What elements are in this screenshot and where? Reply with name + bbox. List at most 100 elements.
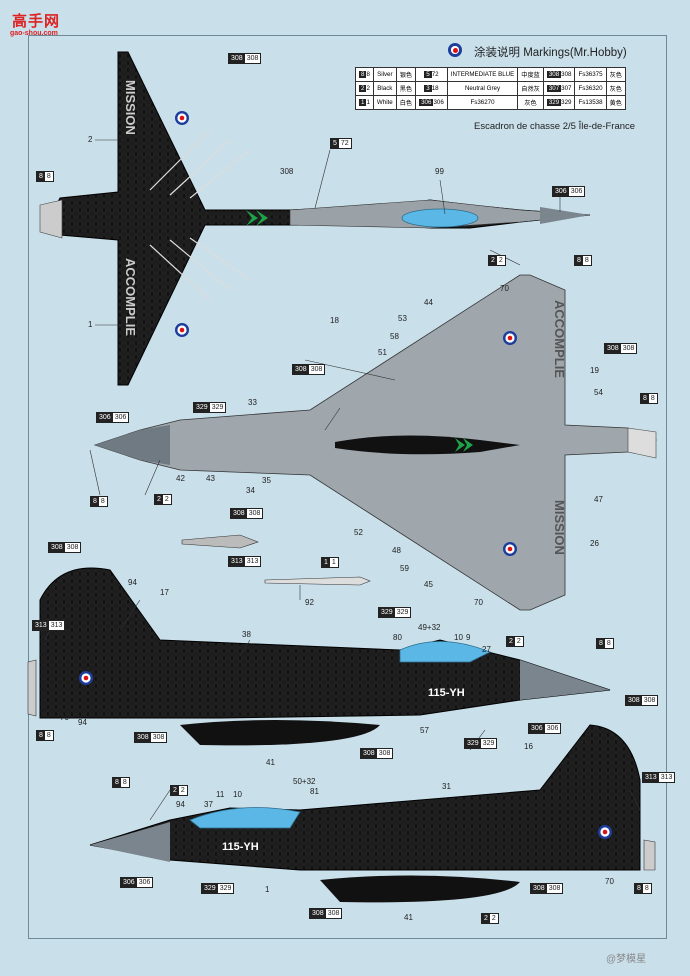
callout-label: 41 xyxy=(404,913,413,922)
wing-text-mission: MISSION xyxy=(123,80,138,135)
side-view-left: 115-YH xyxy=(27,567,611,746)
callout-label: 17 xyxy=(160,588,169,597)
callout-label: 308 xyxy=(280,167,294,176)
bottom-view-centerline-panel xyxy=(335,435,520,455)
callout-label: 94 xyxy=(128,578,137,587)
site-logo[interactable]: 高手网 gao-shou.com xyxy=(4,4,74,37)
side2-radome xyxy=(90,822,170,862)
callout-label: 34 xyxy=(246,486,255,495)
callout-label: 51 xyxy=(378,348,387,357)
callout-label: 33 xyxy=(248,398,257,407)
legend-cn: 白色 xyxy=(395,95,417,110)
aircraft-code: 115-YH xyxy=(222,841,259,853)
callout-label: 1 xyxy=(265,885,270,894)
callout-label: 9 xyxy=(466,633,471,642)
callout-label: 26 xyxy=(590,539,599,548)
callout-label: 16 xyxy=(524,742,533,751)
wing-text-accomplie: ACCOMPLIE xyxy=(123,258,138,336)
wing-text-mission: MISSION xyxy=(552,500,567,555)
chevron-icon xyxy=(246,210,268,226)
bottom-view: ACCOMPLIE MISSION xyxy=(93,274,658,611)
page-title: 涂装说明 Markings(Mr.Hobby) xyxy=(474,47,627,59)
bottom-view-radome xyxy=(95,425,170,465)
callout-label: 58 xyxy=(390,332,399,341)
callout-label: 59 xyxy=(400,564,409,573)
callout-label: 45 xyxy=(424,580,433,589)
squadron-name: Escadron de chasse 2/5 Île-de-France xyxy=(474,121,636,132)
side-view-right: 115-YH xyxy=(89,724,656,903)
callout-label: 10 xyxy=(454,633,463,642)
callout-label: 1 xyxy=(88,320,93,329)
callout-label: 42 xyxy=(176,474,185,483)
callout-label: 35 xyxy=(262,476,271,485)
callout-label: 38 xyxy=(242,630,251,639)
callout-label: 54 xyxy=(594,388,603,397)
callout-label: 80 xyxy=(393,633,402,642)
callout-label: 57 xyxy=(420,726,429,735)
callout-label: 19 xyxy=(590,366,599,375)
callout-label: 92 xyxy=(305,598,314,607)
callout-label: 27 xyxy=(482,645,491,654)
callout-label: 70 xyxy=(60,713,69,722)
logo-url: gao-shou.com xyxy=(10,30,58,37)
callout-label: 99 xyxy=(435,167,444,176)
callout-label: 48 xyxy=(392,546,401,555)
top-view-nozzle xyxy=(39,199,63,239)
callout-label: 52 xyxy=(354,528,363,537)
callout-label: 81 xyxy=(310,787,319,796)
callout-label: 44 xyxy=(424,298,433,307)
side1-nozzle xyxy=(27,659,37,717)
callout-label: 94 xyxy=(78,718,87,727)
callout-label: 37 xyxy=(204,800,213,809)
legend-en: White xyxy=(372,95,397,110)
top-view: MISSION ACCOMPLIE xyxy=(39,51,591,386)
callout-label: 70 xyxy=(500,284,509,293)
callout-label: 31 xyxy=(442,782,451,791)
side1-drop-tank xyxy=(180,720,380,746)
callout-label: 53 xyxy=(398,314,407,323)
callout-label: 70 xyxy=(605,877,614,886)
callout-label: 2 xyxy=(88,135,93,144)
missile-detail xyxy=(264,576,371,586)
callout-label: 43 xyxy=(206,474,215,483)
aircraft-code: 115-YH xyxy=(428,687,465,699)
chevron-icon xyxy=(455,438,473,452)
side1-radome xyxy=(520,660,610,700)
callout-label: 41 xyxy=(266,758,275,767)
side1-canopy xyxy=(399,641,491,663)
watermark: @梦模星 xyxy=(606,954,647,965)
logo-text: 高手网 xyxy=(12,12,61,30)
wing-text-accomplie: ACCOMPLIE xyxy=(552,300,567,378)
callout-label: 18 xyxy=(330,316,339,325)
callout-label: 94 xyxy=(582,740,591,749)
side2-airframe xyxy=(89,724,641,871)
